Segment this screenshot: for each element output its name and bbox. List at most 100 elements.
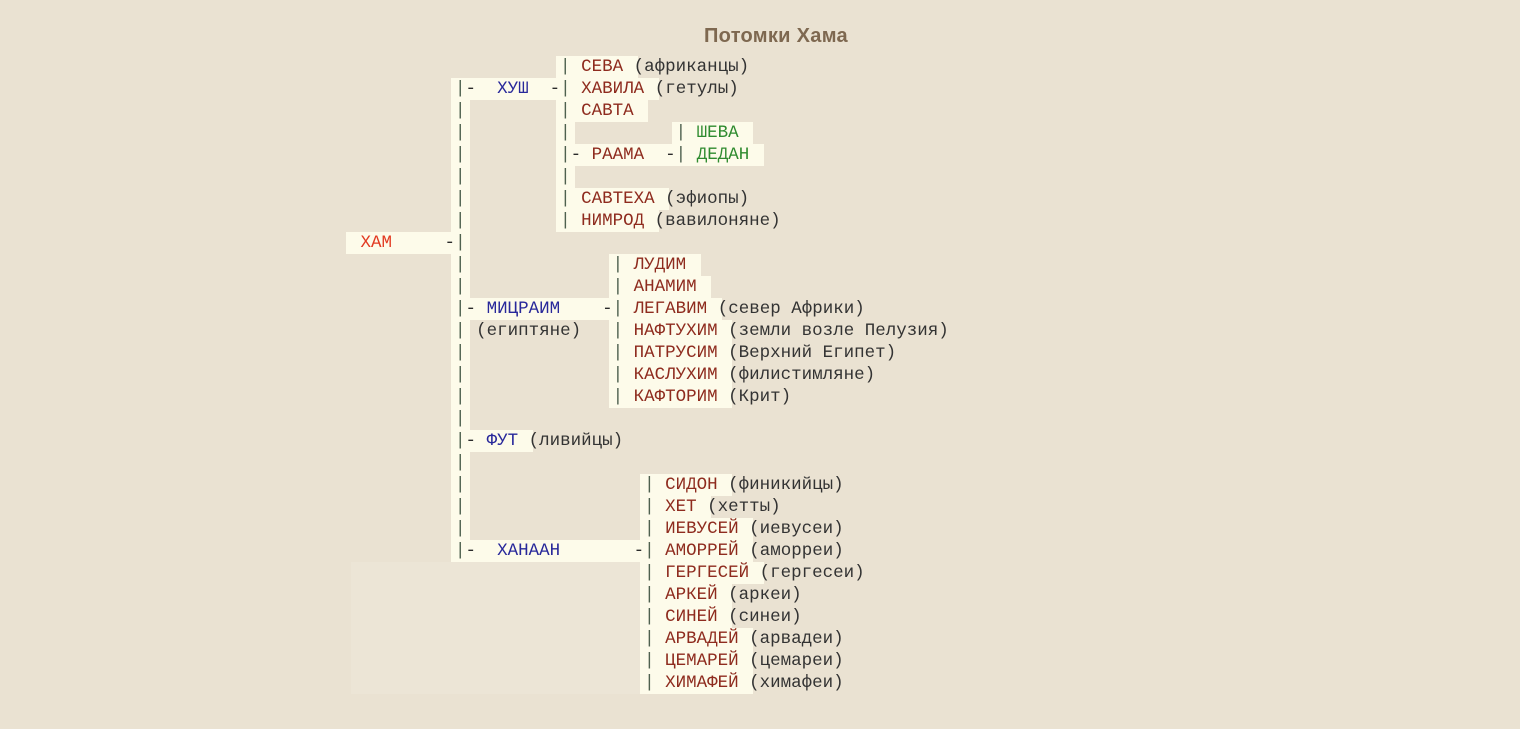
tree-space — [476, 431, 487, 451]
tree-dash: - — [465, 431, 477, 451]
tree-space — [560, 299, 602, 319]
tree-cell: | — [455, 386, 466, 408]
ethnic-description: (аркеи) — [728, 585, 802, 605]
tree-space — [718, 387, 729, 407]
tree-pipe: | — [644, 673, 655, 693]
tree-line: | СЕВА (африканцы) — [350, 56, 949, 78]
tree-pipe: | — [455, 79, 466, 99]
tree-space — [655, 475, 666, 495]
tree-cell: | — [455, 364, 466, 386]
tree-pipe: | — [612, 277, 624, 297]
tree-cell: | — [455, 342, 466, 364]
tree-line: | | НИМРОД (вавилоняне) — [350, 210, 949, 232]
tree-cell: | ГЕРГЕСЕЙ — [644, 562, 760, 584]
tree-cell: | — [455, 144, 466, 166]
ethnic-description: (эфиопы) — [665, 189, 750, 209]
tree-cell: ХАМ -| — [350, 232, 466, 254]
tree-space — [739, 651, 750, 671]
tree-dash: - — [465, 541, 477, 561]
tree-pipe: | — [612, 365, 624, 385]
ethnic-description: (иевусеи) — [749, 519, 844, 539]
tree-space — [749, 145, 760, 165]
tree-dash: - — [570, 145, 582, 165]
tree-space — [718, 343, 729, 363]
tree-space — [392, 233, 445, 253]
tree-space — [739, 673, 750, 693]
tree-cell: | ЦЕМАРЕЙ — [644, 650, 750, 672]
tree-line: | СИНЕЙ (синеи) — [350, 606, 949, 628]
tree-space — [739, 519, 750, 539]
tree-pipe: | — [455, 453, 466, 473]
tree-cell: | КАСЛУХИМ — [612, 364, 729, 386]
tree-pipe: | — [455, 431, 466, 451]
tree-space — [623, 365, 634, 385]
tree-space — [655, 541, 666, 561]
tree-dash: - — [444, 233, 456, 253]
tree-line: | | ХЕТ (хетты) — [350, 496, 949, 518]
tree-space — [623, 255, 634, 275]
tree-line: | | КАФТОРИМ (Крит) — [350, 386, 949, 408]
tree-pipe: | — [675, 145, 687, 165]
tree-space — [634, 101, 645, 121]
tree-space — [739, 629, 750, 649]
tree-pipe: | — [644, 519, 655, 539]
descendant-name: ГЕРГЕСЕЙ — [665, 563, 750, 583]
tree-line: ХАМ -| — [350, 232, 949, 254]
tree-space — [476, 299, 487, 319]
descendant-name: ЦЕМАРЕЙ — [665, 651, 739, 671]
tree-space — [718, 321, 729, 341]
tree-space — [655, 563, 666, 583]
tree-pipe: | — [455, 233, 466, 253]
root-name-ham: ХАМ — [360, 233, 393, 253]
tree-pipe: | — [455, 387, 466, 407]
tree-pipe: | — [455, 475, 466, 495]
tree-pipe: | — [612, 387, 624, 407]
tree-line: | (египтяне) | НАФТУХИМ (земли возле Пел… — [350, 320, 949, 342]
son-name: ФУТ — [486, 431, 519, 451]
descendant-name: АРВАДЕЙ — [665, 629, 739, 649]
tree-pipe: | — [455, 189, 466, 209]
tree-cell: | ИЕВУСЕЙ — [644, 518, 750, 540]
ethnic-description: (Крит) — [728, 387, 792, 407]
tree-dash: - — [633, 541, 645, 561]
tree-cell: | — [455, 188, 466, 210]
tree-pipe: | — [644, 541, 655, 561]
ethnic-description: (север Африки) — [717, 299, 865, 319]
tree-space — [476, 541, 497, 561]
descendant-name: ЛЕГАВИМ — [633, 299, 708, 319]
tree-cell: | ЛУДИМ — [612, 254, 697, 276]
tree-pipe: | — [644, 475, 655, 495]
tree-line: | ЦЕМАРЕЙ (цемареи) — [350, 650, 949, 672]
tree-pipe: | — [675, 123, 687, 143]
tree-cell: | — [455, 452, 466, 474]
tree-space — [739, 123, 750, 143]
tree-cell: | — [455, 518, 466, 540]
tree-line: | | САВТЕХА (эфиопы) — [350, 188, 949, 210]
tree-cell: | СЕВА — [560, 56, 634, 78]
tree-cell: | — [455, 122, 466, 144]
tree-cell: | — [455, 474, 466, 496]
tree-cell: | СИДОН — [644, 474, 729, 496]
tree-pipe: | — [455, 211, 466, 231]
tree-space — [623, 299, 634, 319]
tree-space — [623, 343, 634, 363]
grandson-name: ДЕДАН — [696, 145, 750, 165]
tree-space — [655, 497, 666, 517]
descendant-name: СЕВА — [581, 57, 624, 77]
descendant-name: ХАВИЛА — [581, 79, 645, 99]
tree-pipe: | — [560, 211, 571, 231]
tree-pipe: | — [644, 629, 655, 649]
tree-pipe: | — [455, 167, 466, 187]
descendant-name: НИМРОД — [581, 211, 645, 231]
tree-line: | | | ШЕВА — [350, 122, 949, 144]
tree-space — [749, 563, 760, 583]
tree-pipe: | — [644, 585, 655, 605]
tree-cell: | АРКЕЙ — [644, 584, 729, 606]
tree-space — [686, 123, 697, 143]
descendant-name: СИНЕЙ — [665, 607, 718, 627]
tree-pipe: | — [612, 255, 624, 275]
son-name: ХАНААН — [497, 541, 561, 561]
tree-line: | | ИЕВУСЕЙ (иевусеи) — [350, 518, 949, 540]
tree-space — [623, 57, 634, 77]
tree-space — [644, 145, 665, 165]
